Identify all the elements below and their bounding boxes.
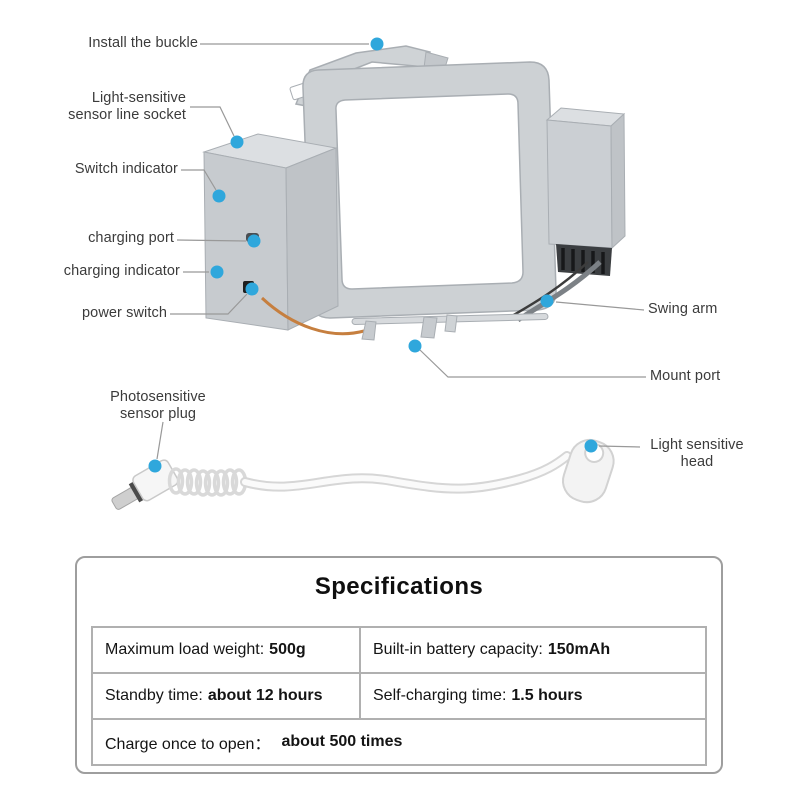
callout-dot bbox=[148, 459, 162, 473]
spec-label: Standby time: bbox=[105, 687, 203, 704]
callout-label-light-sensitive-head: Light sensitive head bbox=[650, 437, 744, 470]
callout-line bbox=[170, 293, 248, 315]
control-unit bbox=[202, 133, 339, 331]
callout-label-photosensitive-plug: Photosensitive sensor plug bbox=[110, 389, 206, 422]
spec-cell-max-load-weight: Maximum load weight: 500g bbox=[93, 628, 361, 672]
callout-dot bbox=[370, 37, 384, 51]
spec-value: 150mAh bbox=[547, 641, 611, 658]
spec-row: Standby time: about 12 hours Self-chargi… bbox=[93, 672, 705, 718]
spec-cell-self-charging-time: Self-charging time: 1.5 hours bbox=[361, 674, 705, 718]
callout-dot bbox=[230, 135, 244, 149]
callout-dot bbox=[408, 339, 422, 353]
sensor-cable bbox=[111, 438, 615, 510]
callout-line bbox=[598, 445, 641, 448]
callout-line bbox=[419, 349, 646, 378]
callout-dot bbox=[247, 234, 261, 248]
callout-dot bbox=[212, 189, 226, 203]
callout-label-mount-port: Mount port bbox=[650, 368, 721, 384]
callout-dot bbox=[210, 265, 224, 279]
mount-clip bbox=[420, 316, 438, 339]
spec-cell-charge-cycles: Charge once to open： about 500 times bbox=[93, 720, 705, 764]
spec-cell-battery-capacity: Built-in battery capacity: 150mAh bbox=[361, 628, 705, 672]
callout-line bbox=[190, 106, 235, 137]
spec-row: Charge once to open： about 500 times bbox=[93, 718, 705, 764]
mount-clip bbox=[444, 314, 458, 333]
swing-arm-rod bbox=[351, 313, 549, 341]
specifications-title: Specifications bbox=[314, 573, 484, 600]
callout-dot bbox=[540, 294, 554, 308]
cable-plug bbox=[111, 459, 179, 510]
callout-label-install-buckle: Install the buckle bbox=[88, 35, 198, 51]
spec-label: Built-in battery capacity: bbox=[373, 641, 543, 658]
mount-clip bbox=[361, 320, 377, 341]
callout-line bbox=[156, 421, 164, 460]
callout-lines bbox=[156, 43, 646, 460]
airdrop-device bbox=[202, 45, 626, 341]
callout-dot bbox=[584, 439, 598, 453]
specifications-table: Maximum load weight: 500g Built-in batte… bbox=[91, 626, 707, 766]
spec-label: Maximum load weight: bbox=[105, 641, 265, 658]
specifications-panel: Specifications Maximum load weight: 500g… bbox=[75, 556, 723, 774]
callout-line bbox=[176, 239, 247, 242]
spec-value: 1.5 hours bbox=[511, 687, 583, 704]
spec-label: Self-charging time: bbox=[373, 687, 507, 704]
callout-dots bbox=[148, 37, 598, 473]
spec-value: about 12 hours bbox=[207, 687, 323, 704]
cable-coil bbox=[167, 467, 248, 497]
callout-label-swing-arm: Swing arm bbox=[648, 301, 718, 317]
spec-label: Charge once to open： bbox=[105, 736, 271, 753]
callout-label-sensor-line-socket: Light-sensitive sensor line socket bbox=[68, 90, 186, 123]
spec-value: about 500 times bbox=[281, 733, 403, 750]
battery-box bbox=[545, 107, 626, 276]
spec-row: Maximum load weight: 500g Built-in batte… bbox=[93, 628, 705, 672]
callout-label-charging-port: charging port bbox=[88, 230, 174, 246]
callout-line bbox=[181, 169, 217, 191]
spec-value: 500g bbox=[269, 641, 306, 658]
callout-label-charging-indicator: charging indicator bbox=[63, 263, 180, 279]
callout-dot bbox=[245, 282, 259, 296]
callout-label-switch-indicator: Switch indicator bbox=[74, 161, 178, 177]
cable-body bbox=[240, 451, 572, 494]
callout-line bbox=[555, 301, 645, 311]
callout-label-power-switch: power switch bbox=[81, 305, 167, 321]
frame-ring bbox=[302, 61, 557, 319]
spec-cell-standby-time: Standby time: about 12 hours bbox=[93, 674, 361, 718]
